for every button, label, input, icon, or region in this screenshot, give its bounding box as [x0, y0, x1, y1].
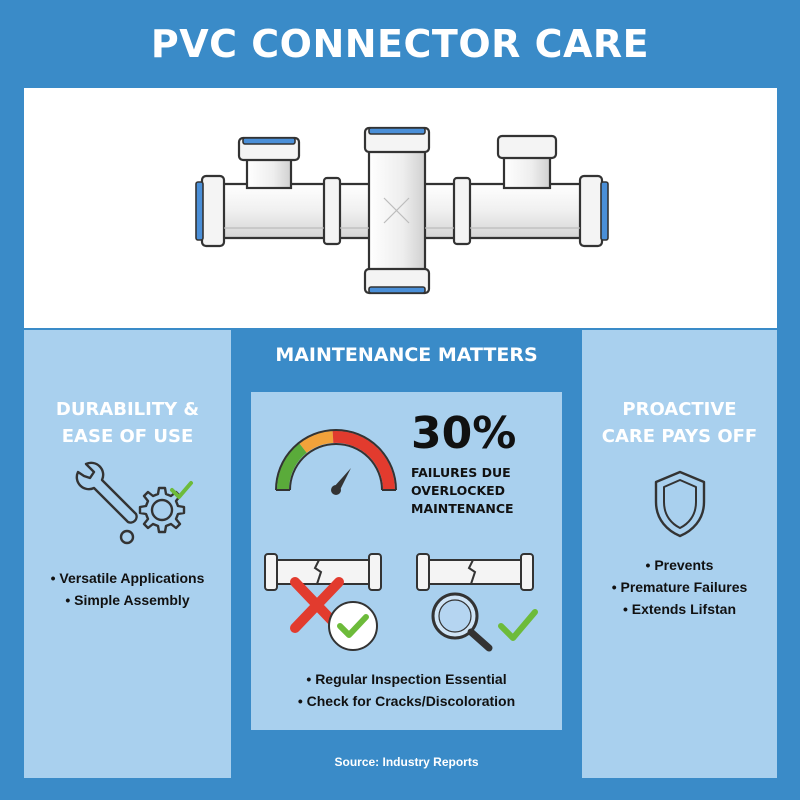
- list-item: • Versatile Applications: [50, 570, 205, 586]
- list-item: • Simple Assembly: [65, 592, 190, 608]
- pipe-inspection-icon: [416, 553, 538, 652]
- durability-heading-line1: DURABILITY &: [55, 399, 200, 420]
- source-note: Source: Industry Reports: [334, 755, 479, 769]
- proactive-care-panel: PROACTIVE CARE PAYS OFF • Prevents • Pre…: [582, 330, 777, 778]
- list-item: • Extends Lifstan: [622, 601, 737, 617]
- list-item: • Regular Inspection Essential: [306, 671, 507, 687]
- maintenance-bullets: • Regular Inspection Essential • Check f…: [251, 668, 562, 712]
- cracked-pipe-reject-icon: [264, 553, 382, 651]
- maintenance-heading: MAINTENANCE MATTERS: [275, 344, 538, 366]
- durability-panel: DURABILITY & EASE OF USE • Versatile App…: [24, 330, 231, 778]
- pvc-connectors-illustration: [195, 126, 609, 295]
- maintenance-inner: 30% FAILURES DUE OVERLOCKED MAINTENANCE: [251, 392, 562, 730]
- maintenance-panel: MAINTENANCE MATTERS 30% FAILURES DUE OVE…: [231, 330, 582, 778]
- shield-icon: [654, 470, 706, 538]
- list-item: • Check for Cracks/Discoloration: [297, 693, 516, 709]
- proactive-heading-line2: CARE PAYS OFF: [601, 426, 758, 447]
- stat-caption-line2: OVERLOCKED: [411, 483, 506, 498]
- durability-bullets: • Versatile Applications • Simple Assemb…: [24, 567, 231, 611]
- gauge-icon: [275, 429, 397, 495]
- durability-heading: DURABILITY & EASE OF USE: [24, 396, 231, 450]
- durability-heading-line2: EASE OF USE: [61, 426, 194, 447]
- proactive-heading-line1: PROACTIVE: [622, 399, 737, 420]
- failure-stat-caption: FAILURES DUE OVERLOCKED MAINTENANCE: [411, 464, 561, 518]
- proactive-bullets: • Prevents • Premature Failures • Extend…: [582, 554, 777, 620]
- list-item: • Premature Failures: [611, 579, 748, 595]
- page-title: PVC CONNECTOR CARE: [150, 22, 650, 66]
- stat-caption-line1: FAILURES DUE: [411, 465, 511, 480]
- stat-caption-line3: MAINTENANCE: [411, 501, 514, 516]
- wrench-gear-check-icon: [75, 461, 193, 545]
- proactive-heading: PROACTIVE CARE PAYS OFF: [582, 396, 777, 450]
- list-item: • Prevents: [645, 557, 714, 573]
- hero-illustration: [24, 88, 777, 328]
- failure-stat-value: 30%: [411, 408, 517, 459]
